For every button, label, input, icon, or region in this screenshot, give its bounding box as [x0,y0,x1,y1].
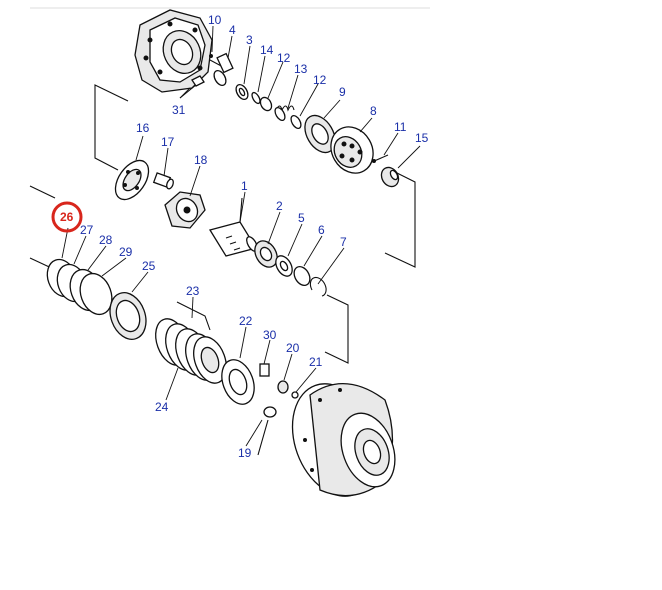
motor-housing [134,9,226,93]
label-15: 15 [415,131,429,145]
label-12-upper: 12 [277,51,291,65]
highlight-circle [51,201,83,233]
cylinder-block-8 [330,126,374,174]
plug-19 [257,406,277,456]
label-12-lower: 12 [313,73,327,87]
label-6: 6 [318,223,325,237]
label-13: 13 [294,62,308,76]
top-small-parts [213,52,302,130]
bolt-31 [179,75,205,99]
rings-5-6-7 [275,255,327,297]
label-30: 30 [263,328,277,342]
label-16: 16 [136,121,150,135]
bushing-15 [380,166,400,188]
bearing-2 [254,240,278,268]
leader-lines [61,25,421,447]
label-1: 1 [241,179,248,193]
swash-plate-16 [114,159,150,201]
pin-11 [371,154,389,163]
retainer-plate-25 [109,292,147,340]
label-5: 5 [298,211,305,225]
label-2: 2 [276,199,283,213]
label-14: 14 [260,43,274,57]
frame-lines [29,84,416,364]
label-10: 10 [208,13,222,27]
label-8: 8 [370,104,377,118]
seal-rings-26-29 [46,258,113,316]
part-labels: 10 4 3 14 12 13 12 9 8 11 15 31 16 17 18… [60,13,429,460]
label-25: 25 [142,259,156,273]
label-17: 17 [161,135,175,149]
label-23: 23 [186,284,200,298]
label-24: 24 [155,400,169,414]
label-11: 11 [394,120,407,134]
label-19: 19 [238,446,252,460]
label-26-highlighted: 26 [60,210,74,224]
label-7: 7 [340,235,347,249]
retainer-18 [164,191,206,229]
label-29: 29 [119,245,133,259]
label-22: 22 [239,314,253,328]
bearing-9 [304,114,336,154]
label-28: 28 [99,233,113,247]
label-27: 27 [80,223,94,237]
label-18: 18 [194,153,208,167]
label-4: 4 [229,23,236,37]
label-9: 9 [339,85,346,99]
label-21: 21 [309,355,323,369]
label-31: 31 [172,103,186,117]
label-20: 20 [286,341,300,355]
disc-stack-23-24 [155,301,227,384]
plate-22 [221,359,255,405]
shaft-1 [208,197,258,257]
label-3: 3 [246,33,253,47]
hub-housing [291,383,396,497]
small-bolts-20-21-30 [259,363,299,399]
